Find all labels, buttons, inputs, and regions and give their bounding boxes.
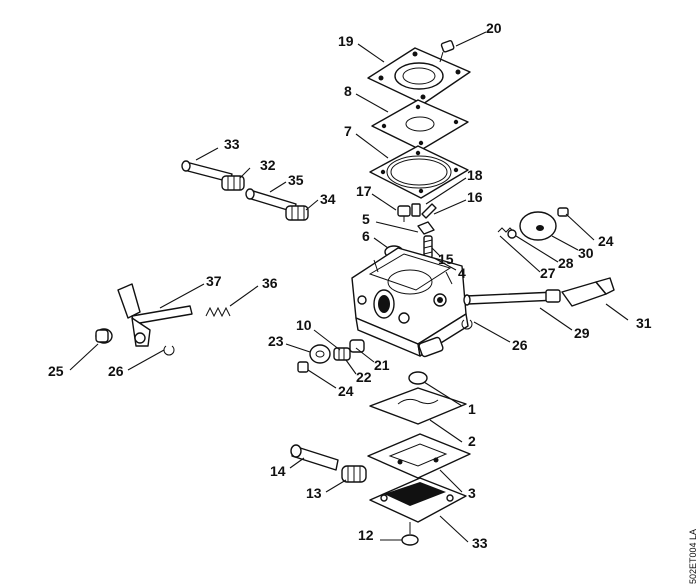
callout-27: 27: [540, 265, 556, 281]
part-inlet-valve: [397, 205, 411, 222]
part-pump-cover: [367, 47, 471, 105]
leader-lines: [69, 31, 629, 543]
part-choke-shaft: [463, 289, 561, 306]
callout-8: 8: [344, 83, 352, 99]
callout-13: 13: [306, 485, 322, 501]
part-fuel-screen: [408, 371, 428, 385]
part-throttle-lever: [519, 211, 557, 241]
part-idle-spring-right: [497, 227, 517, 239]
part-e-clip-right: [461, 319, 473, 330]
part-control-lever: [417, 221, 435, 259]
callout-21: 21: [374, 357, 390, 373]
callout-19: 19: [338, 33, 354, 49]
callout-32: 32: [260, 157, 276, 173]
part-return-spring: [205, 306, 231, 318]
part-throttle-shaft: [117, 283, 193, 347]
callout-12: 12: [358, 527, 374, 543]
part-inlet-needle: [411, 203, 437, 219]
figure-code: 502ET004 LA: [688, 529, 698, 584]
callout-16: 16: [467, 189, 483, 205]
part-adjust-screw-l: [245, 188, 297, 213]
callout-17: 17: [356, 183, 372, 199]
callout-33-lower: 33: [472, 535, 488, 551]
callout-2: 2: [468, 433, 476, 449]
callout-7: 7: [344, 123, 352, 139]
callout-36: 36: [262, 275, 278, 291]
part-metering-diaphragm: [367, 433, 471, 479]
part-spring-l: [285, 205, 309, 221]
callout-15: 15: [438, 251, 454, 267]
callout-labels: 20 19 8 7 18 17 16 33 32 35 34 5 6 15 4 …: [48, 20, 652, 551]
part-small-screw-right: [557, 207, 569, 217]
callout-10: 10: [296, 317, 312, 333]
callout-24-left: 24: [338, 383, 354, 399]
callout-6: 6: [362, 228, 370, 244]
callout-26-right: 26: [512, 337, 528, 353]
callout-25: 25: [48, 363, 64, 379]
callout-26-left: 26: [108, 363, 124, 379]
part-small-screw-left: [297, 361, 309, 373]
callout-14: 14: [270, 463, 286, 479]
callout-23: 23: [268, 333, 284, 349]
callout-5: 5: [362, 211, 370, 227]
part-sleeve: [95, 328, 113, 344]
part-screw-top: [439, 40, 455, 63]
callout-31: 31: [636, 315, 652, 331]
callout-37: 37: [206, 273, 222, 289]
callout-28: 28: [558, 255, 574, 271]
part-choke-lever: [561, 277, 615, 307]
part-gasket: [369, 145, 469, 199]
callout-33-upper: 33: [224, 136, 240, 152]
part-metering-gasket: [369, 387, 467, 425]
part-washer: [309, 344, 331, 364]
callout-4: 4: [458, 265, 466, 281]
callout-1: 1: [468, 401, 476, 417]
part-plug-screw: [290, 444, 339, 471]
callout-18: 18: [467, 167, 483, 183]
part-e-clip-left: [163, 345, 175, 356]
callout-24-right: 24: [598, 233, 614, 249]
callout-3: 3: [468, 485, 476, 501]
callout-35: 35: [288, 172, 304, 188]
part-spring-screw: [333, 347, 351, 361]
part-pump-diaphragm: [371, 99, 469, 151]
callout-30: 30: [578, 245, 594, 261]
part-carburetor-body: [351, 247, 469, 358]
part-idle-screw: [349, 339, 365, 353]
callout-22: 22: [356, 369, 372, 385]
callout-34: 34: [320, 191, 336, 207]
part-metering-cover: [369, 477, 467, 523]
part-spring-h: [221, 175, 245, 191]
callout-29: 29: [574, 325, 590, 341]
part-bottom-screw: [401, 522, 419, 546]
callout-20: 20: [486, 20, 502, 36]
part-spring-lower: [341, 465, 367, 483]
